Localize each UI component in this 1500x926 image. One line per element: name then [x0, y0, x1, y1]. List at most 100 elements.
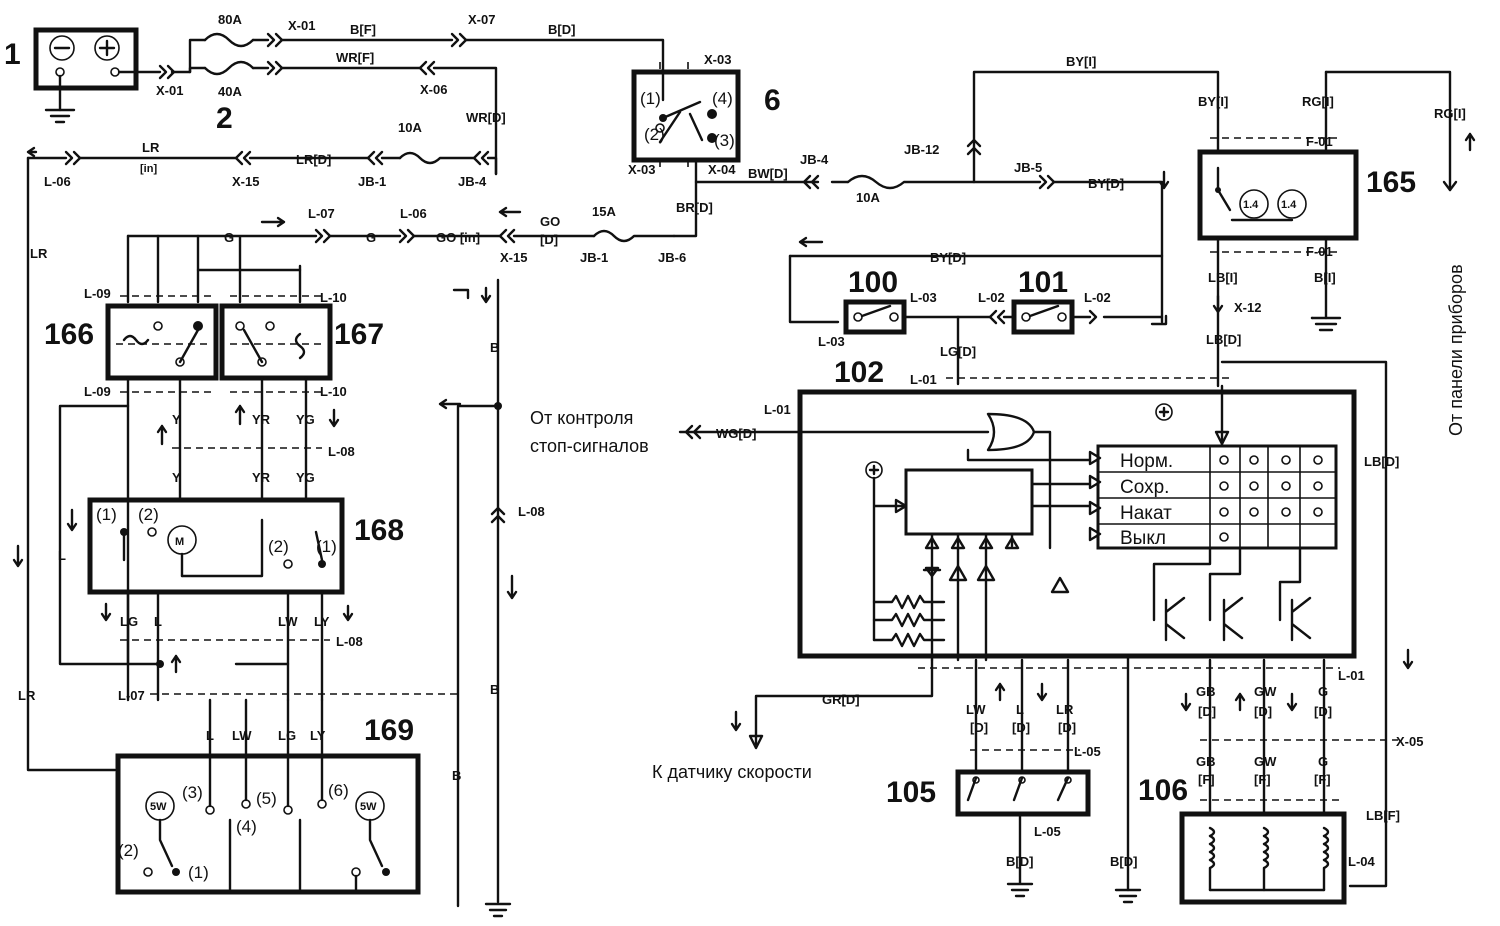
- switch-101: [1011, 299, 1075, 335]
- label-wires-l169: L: [206, 728, 214, 743]
- mode-table-dots: [1219, 455, 1323, 542]
- label-wires-bd: B[D]: [548, 22, 575, 37]
- label-connectors-l01b: L-01: [764, 402, 791, 417]
- label-connectors-jb12: JB-12: [904, 142, 939, 157]
- label-lamps-l14a: 1.4: [1243, 199, 1259, 211]
- label-wires-f3: [F]: [1314, 772, 1331, 787]
- label-module_table-0: Норм.: [1120, 451, 1173, 472]
- label-wires-gwf: GW: [1254, 754, 1277, 769]
- current-arrows: [12, 132, 1476, 732]
- label-pins-p168_2b: (2): [268, 537, 289, 556]
- servo-motor-168: [87, 497, 345, 595]
- label-connectors-f01b: F-01: [1306, 244, 1333, 259]
- label-wires-gb: GB: [1196, 684, 1216, 699]
- label-wires-bv3: B: [452, 768, 461, 783]
- label-wires-lw169: LW: [232, 728, 252, 743]
- label-wires-l105: L: [1016, 702, 1024, 717]
- label-fuses-f10b: 10A: [856, 190, 880, 205]
- cruise-control-module-label: 102: [834, 356, 884, 389]
- label-wires-wgd: WG[D]: [716, 426, 756, 441]
- label-pins-p169_1: (1): [188, 863, 209, 882]
- label-connectors-jb1b: JB-1: [580, 250, 608, 265]
- label-pins-p168_1a: (1): [96, 505, 117, 524]
- label-wires-lg: LG: [120, 614, 138, 629]
- label-wires-brd: BR[D]: [676, 200, 713, 215]
- fusible-link-label: 2: [216, 102, 233, 135]
- label-wires-d1: [D]: [970, 720, 988, 735]
- label-wires-bi: B[I]: [1314, 270, 1336, 285]
- servo-motor-168-label: 168: [354, 514, 404, 547]
- label-connectors-jb6: JB-6: [658, 250, 686, 265]
- label-wires-ly: LY: [314, 614, 330, 629]
- label-wires-byd: BY[D]: [1088, 176, 1124, 191]
- label-wires-byi: BY[I]: [1066, 54, 1096, 69]
- label-connectors-l05a: L-05: [1074, 744, 1101, 759]
- label-wires-f2: [F]: [1254, 772, 1271, 787]
- label-connectors-l05b: L-05: [1034, 824, 1061, 839]
- label-connectors-x05: X-05: [1396, 734, 1423, 749]
- label-connectors-x04: X-04: [708, 162, 736, 177]
- label-wires-lv: L: [58, 548, 66, 563]
- label-connectors-x03a: X-03: [704, 52, 731, 67]
- label-wires-bwd: BW[D]: [748, 166, 788, 181]
- label-wires-g2: G: [366, 230, 376, 245]
- label-pins-p169_5: (5): [256, 789, 277, 808]
- label-connectors-l07a: L-07: [308, 206, 335, 221]
- label-connectors-x15a: X-15: [232, 174, 259, 189]
- label-wires-lrd: LR[D]: [296, 152, 331, 167]
- cruise-control-module: [797, 384, 1357, 662]
- label-pins-p6_2: (2): [644, 125, 665, 144]
- label-connectors-jb4a: JB-4: [458, 174, 487, 189]
- label-connectors-l04: L-04: [1348, 854, 1376, 869]
- label-connectors-l06a: L-06: [44, 174, 71, 189]
- label-wires-lbf: LB[F]: [1366, 808, 1400, 823]
- label-connectors-l08b: L-08: [336, 634, 363, 649]
- label-wires-lgd: LG[D]: [940, 344, 976, 359]
- label-lamps-l14b: 1.4: [1281, 199, 1297, 211]
- label-wires-wrd: WR[D]: [466, 110, 506, 125]
- label-connectors-jb5: JB-5: [1014, 160, 1042, 175]
- relay-167: [219, 303, 333, 381]
- label-connectors-l10b: L-10: [320, 384, 347, 399]
- label-connectors-x07: X-07: [468, 12, 495, 27]
- label-wires-rgi: RG[I]: [1302, 94, 1334, 109]
- label-module_table-3: Выкл: [1120, 528, 1166, 549]
- label-fuses-f15a: 15A: [592, 204, 616, 219]
- label-wires-bv2: B: [490, 682, 499, 697]
- label-connectors-l03a: L-03: [910, 290, 937, 305]
- label-wires-ggf: G: [1318, 754, 1328, 769]
- label-connectors-jb1a: JB-1: [358, 174, 386, 189]
- label-pins-p168_2a: (2): [138, 505, 159, 524]
- label-connectors-l10a: L-10: [320, 290, 347, 305]
- label-connectors-l03b: L-03: [818, 334, 845, 349]
- label-wires-byd2: BY[D]: [930, 250, 966, 265]
- label-wires-gbf: GB: [1196, 754, 1216, 769]
- label-wires-ly169: LY: [310, 728, 326, 743]
- label-wires-rgi2: RG[I]: [1434, 106, 1466, 121]
- label-pins-p169_6: (6): [328, 781, 349, 800]
- switch-block-105-label: 105: [886, 776, 936, 809]
- stop-signal-note-2: стоп-сигналов: [530, 436, 649, 456]
- label-pins-p169_2: (2): [118, 841, 139, 860]
- label-wires-bf: B[F]: [350, 22, 376, 37]
- label-wires-d6: [D]: [1314, 704, 1332, 719]
- label-connectors-l09a: L-09: [84, 286, 111, 301]
- switch-101-label: 101: [1018, 266, 1068, 299]
- label-wires-lrv2: LR: [18, 688, 36, 703]
- control-switch-169: [115, 753, 421, 895]
- fusible-link-block: [188, 32, 284, 76]
- label-wires-lbi: LB[I]: [1208, 270, 1238, 285]
- label-wires-lrv: LR: [30, 246, 48, 261]
- label-connectors-l01c: L-01: [1338, 668, 1365, 683]
- ignition-switch: [631, 69, 741, 163]
- label-wires-goin: GO [in]: [436, 230, 480, 245]
- label-module_table-2: Накат: [1120, 503, 1172, 524]
- label-wires-lbd2: LB[D]: [1364, 454, 1399, 469]
- label-wires-y2: Y: [172, 470, 181, 485]
- label-connectors-l07b: L-07: [118, 688, 145, 703]
- label-wires-wrf: WR[F]: [336, 50, 374, 65]
- label-wires-yr1: YR: [252, 412, 271, 427]
- label-pins-p6_4: (4): [712, 89, 733, 108]
- label-connectors-l09b: L-09: [84, 384, 111, 399]
